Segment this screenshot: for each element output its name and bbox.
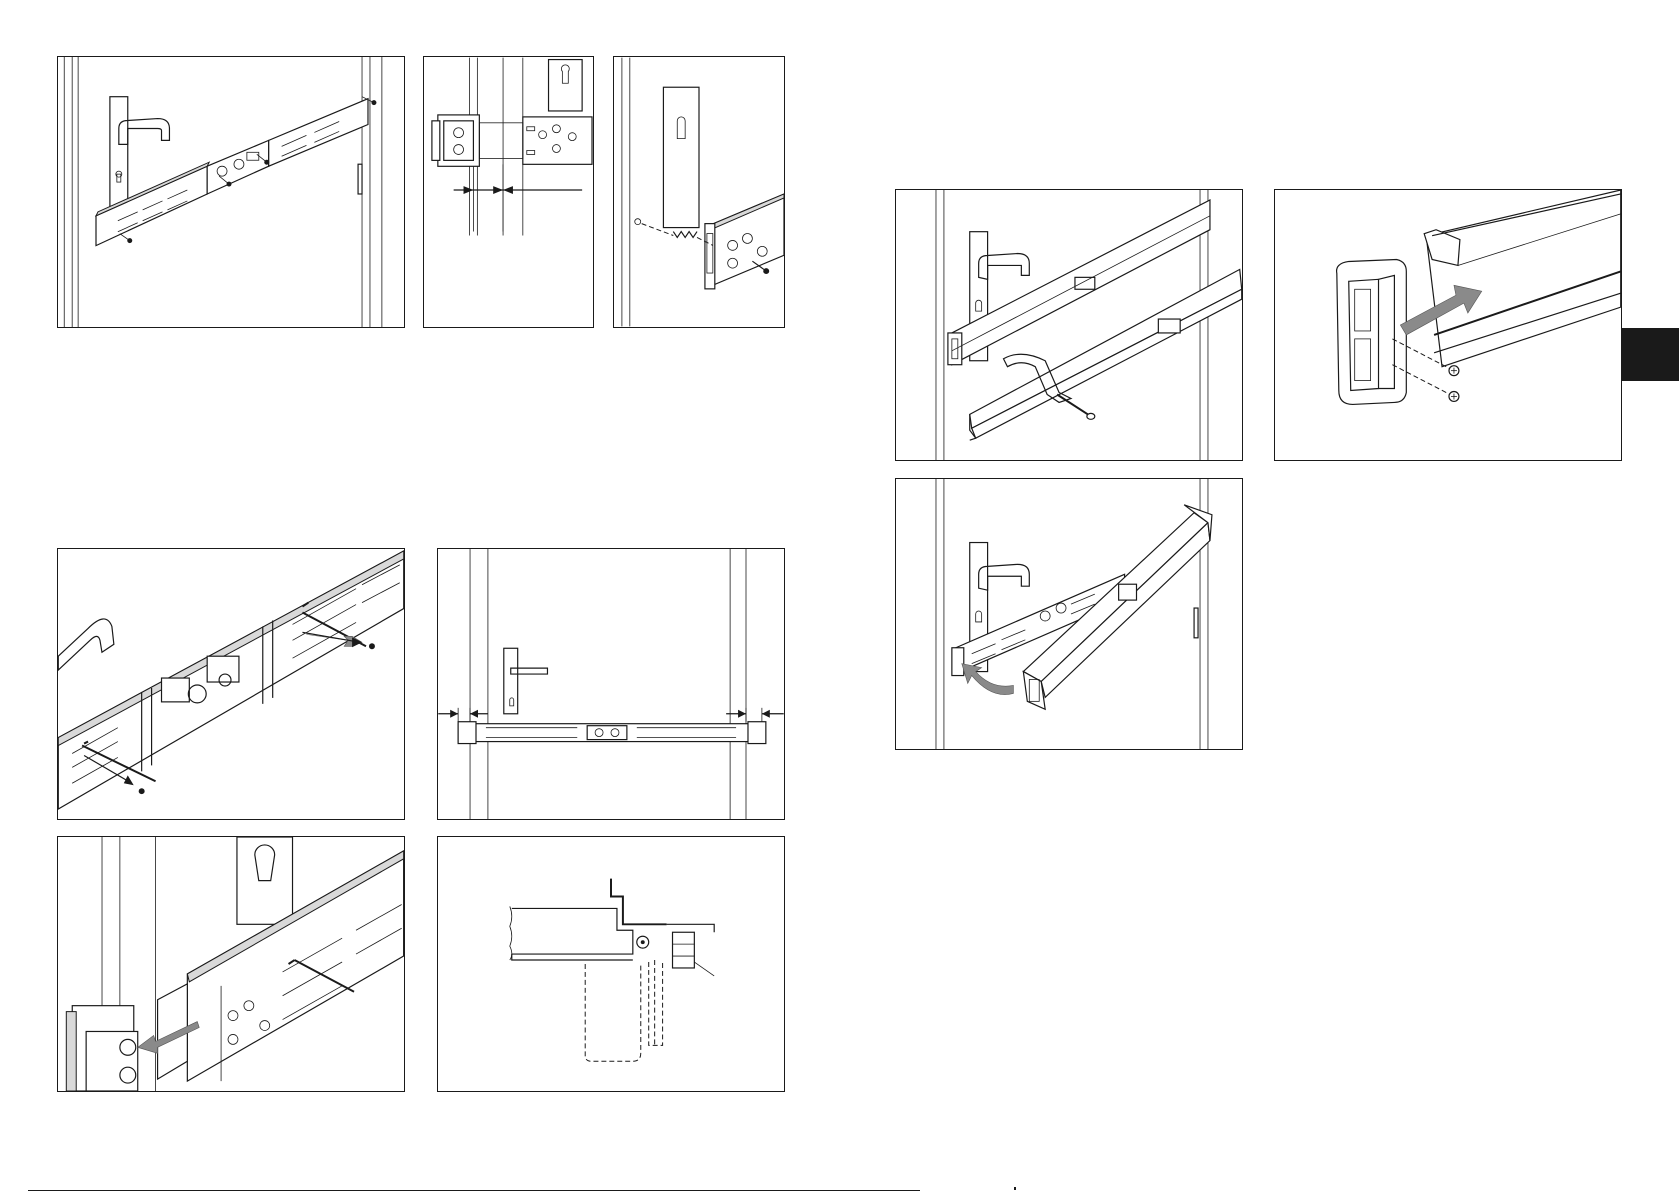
fig-2c-illustration xyxy=(58,837,404,1091)
fig-3b-illustration xyxy=(1275,190,1621,460)
fig-3a-slide-cover xyxy=(895,189,1243,461)
fig-3c-swing-bar xyxy=(895,478,1243,750)
footer-mark xyxy=(1014,1187,1016,1190)
footer-rule xyxy=(28,1190,920,1191)
fig-2a-illustration xyxy=(58,549,404,819)
fig-2d-illustration xyxy=(438,837,784,1091)
fig-1a-illustration xyxy=(58,57,404,327)
fig-3b-end-cap-attach xyxy=(1274,189,1622,461)
fig-3c-illustration xyxy=(896,479,1242,749)
fig-1c-end-cap-pin xyxy=(613,56,785,328)
fig-1b-illustration xyxy=(424,57,593,327)
fig-2d-cross-section xyxy=(437,836,785,1092)
fig-2a-allen-key xyxy=(57,548,405,820)
fig-1c-illustration xyxy=(614,57,784,327)
fig-2b-illustration xyxy=(438,549,784,819)
fig-1a-mounting-rail xyxy=(57,56,405,328)
fig-2c-pull-extension xyxy=(57,836,405,1092)
fig-3a-illustration xyxy=(896,190,1242,460)
fig-2b-rail-gaps xyxy=(437,548,785,820)
fig-1b-end-cap-gap xyxy=(423,56,594,328)
section-tab xyxy=(1622,328,1679,381)
